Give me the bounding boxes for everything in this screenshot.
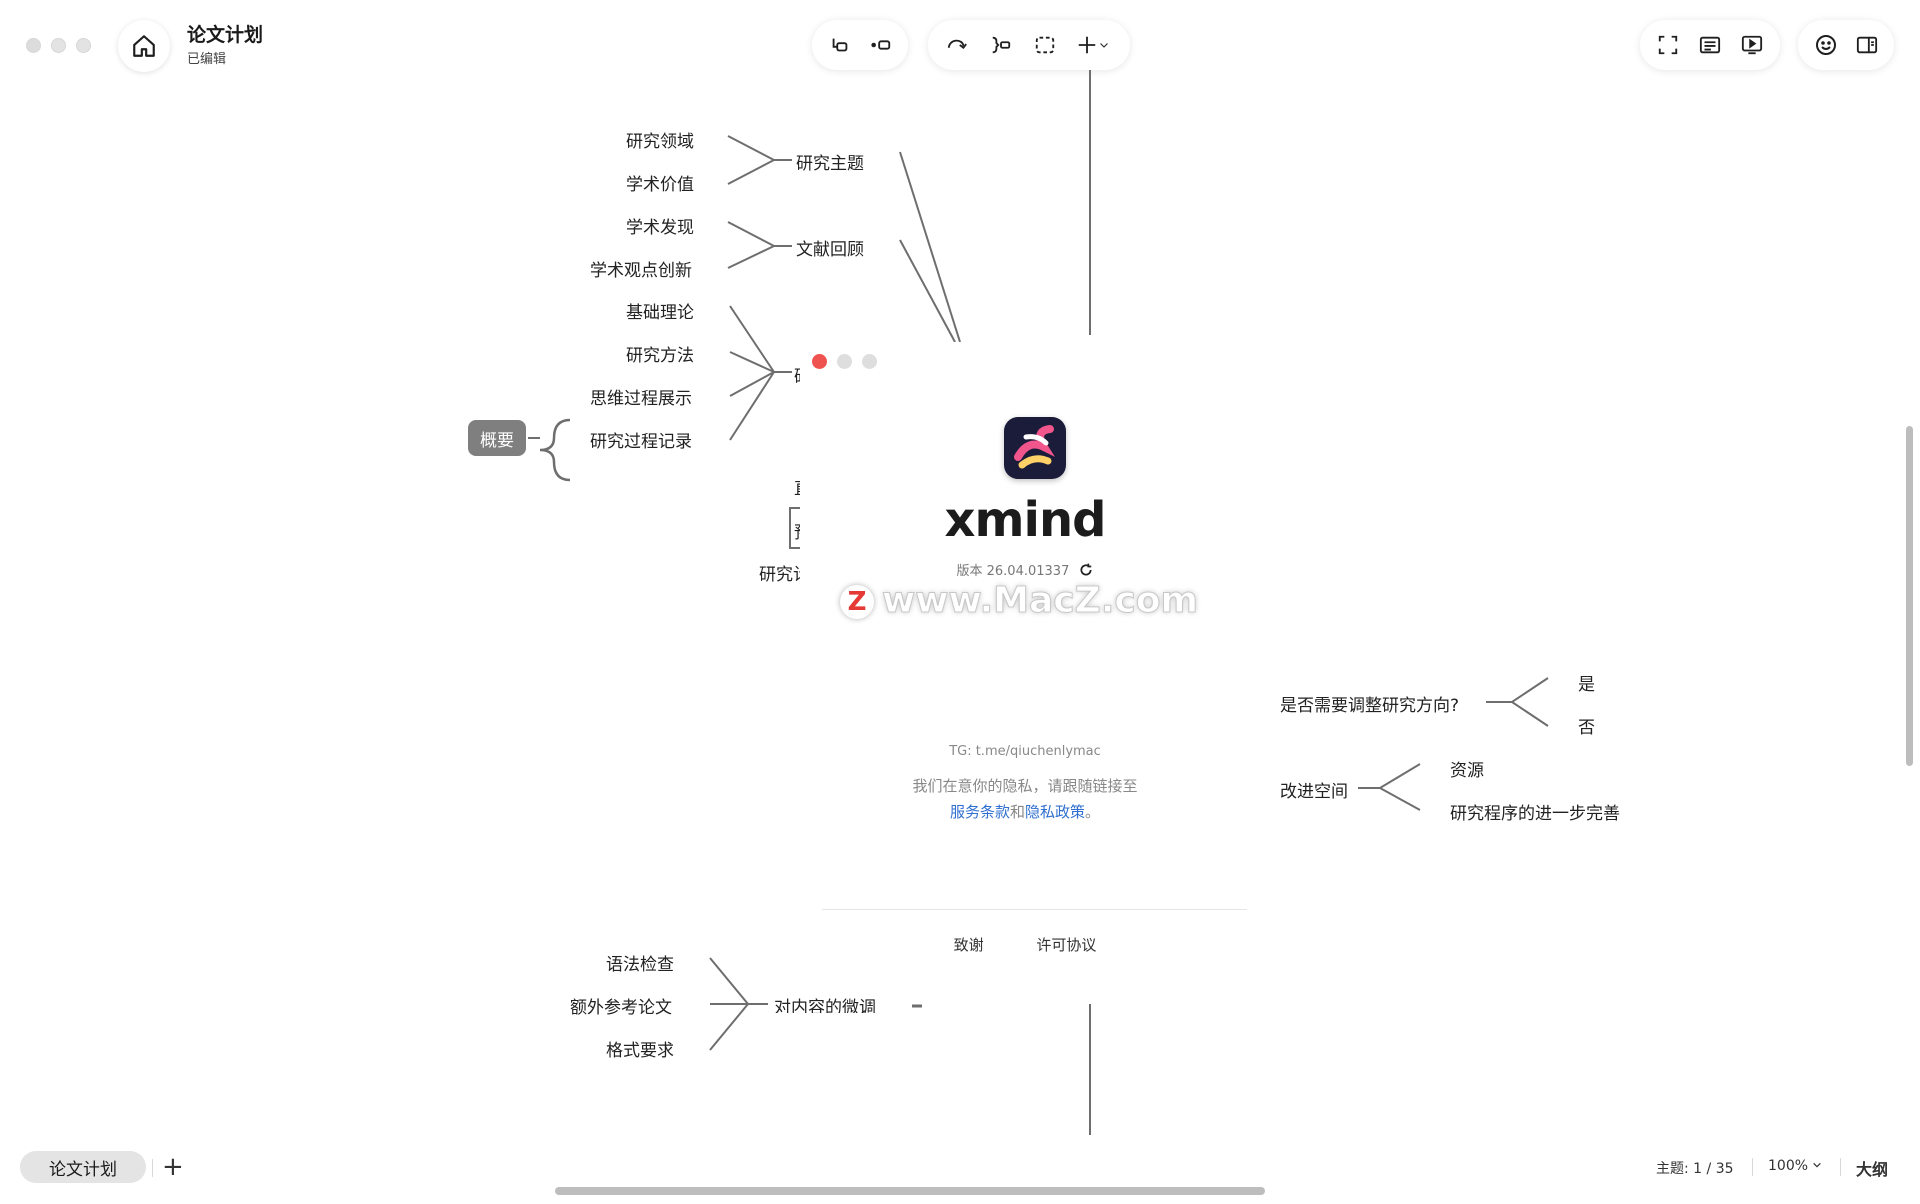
fullscreen-button[interactable] (1650, 26, 1686, 64)
node-grammar-check[interactable]: 语法检查 (606, 955, 674, 975)
sheet-tab[interactable]: 论文计划 (20, 1151, 146, 1183)
chevron-down-icon (1813, 1162, 1822, 1168)
topic-count: 主题: 1 / 35 (1656, 1161, 1734, 1177)
window-controls (26, 38, 91, 53)
node-academic-innovation[interactable]: 学术观点创新 (590, 261, 692, 281)
dialog-window-controls (812, 354, 877, 369)
boundary-icon (1035, 36, 1055, 54)
node-procedure-improvement[interactable]: 研究程序的进一步完善 (1450, 804, 1620, 824)
side-panel-button[interactable] (1849, 26, 1884, 64)
version-label: 版本 26.04.01337 (956, 564, 1070, 579)
close-window-button[interactable] (26, 38, 41, 53)
chevron-down-icon (1100, 43, 1108, 48)
period-text: 。 (1085, 803, 1101, 821)
zoom-level: 100% (1768, 1158, 1809, 1174)
node-partial-1: 直 (794, 474, 802, 499)
and-text: 和 (1009, 803, 1025, 821)
terms-link[interactable]: 服务条款 (949, 803, 1010, 821)
node-no[interactable]: 否 (1578, 718, 1595, 738)
node-academic-discovery[interactable]: 学术发现 (626, 218, 694, 238)
zoom-control[interactable]: 100% (1768, 1158, 1822, 1174)
about-links: 致谢 许可协议 (800, 934, 1250, 955)
node-format-requirements[interactable]: 格式要求 (606, 1041, 674, 1061)
add-button[interactable] (1070, 26, 1116, 64)
maximize-window-button[interactable] (76, 38, 91, 53)
node-partial-2: 预 (794, 518, 802, 543)
home-button[interactable] (118, 20, 170, 72)
node-resources[interactable]: 资源 (1450, 761, 1484, 781)
status-divider (1752, 1158, 1753, 1176)
insert-subtopic-icon (832, 38, 847, 52)
vertical-scrollbar[interactable] (1906, 426, 1913, 766)
add-icon (1078, 36, 1096, 54)
node-basic-theory[interactable]: 基础理论 (626, 303, 694, 323)
document-title[interactable]: 论文计划 (187, 24, 264, 46)
summary-icon (992, 36, 1011, 54)
dialog-close-button[interactable] (812, 354, 827, 369)
panel-toolbar (1798, 20, 1894, 70)
horizontal-scrollbar[interactable] (555, 1187, 1265, 1195)
license-link[interactable]: 许可协议 (1036, 936, 1097, 954)
node-literature-review[interactable]: 文献回顾 (796, 240, 864, 260)
fullscreen-icon (1658, 35, 1678, 55)
xmind-logo-icon (1004, 417, 1066, 479)
node-research-method[interactable]: 研究方法 (626, 346, 694, 366)
node-yes[interactable]: 是 (1578, 675, 1595, 695)
document-status: 已编辑 (187, 52, 227, 67)
node-adjust-direction[interactable]: 是否需要调整研究方向? (1280, 696, 1460, 716)
privacy-notice: 我们在意你的隐私，请跟随链接至 服务条款和隐私政策。 (800, 773, 1250, 825)
minimize-window-button[interactable] (51, 38, 66, 53)
version-text: 版本 26.04.01337 (800, 560, 1250, 579)
node-thinking-process[interactable]: 思维过程展示 (590, 389, 692, 409)
summary-button[interactable] (982, 26, 1020, 64)
outline-button[interactable]: 大纲 (1856, 1160, 1889, 1179)
outline-view-icon (1699, 36, 1721, 54)
add-sheet-button[interactable]: + (162, 1152, 184, 1182)
watermark-text: www.MacZ.com (882, 580, 1199, 622)
relationship-icon (947, 39, 967, 50)
watermark-badge: Z (840, 585, 875, 619)
dialog-divider (822, 909, 1247, 910)
dialog-minimize-button[interactable] (837, 354, 852, 369)
privacy-text: 我们在意你的隐私，请跟随链接至 (912, 777, 1138, 795)
node-improvement-space[interactable]: 改进空间 (1280, 782, 1348, 802)
tg-text: TG: t.me/qiuchenlymac (949, 744, 1101, 759)
node-process-record[interactable]: 研究过程记录 (590, 432, 692, 452)
emoji-icon (1815, 35, 1836, 55)
boundary-button[interactable] (1026, 26, 1064, 64)
emoji-button[interactable] (1808, 26, 1843, 64)
relationship-button[interactable] (938, 26, 976, 64)
status-divider (1840, 1158, 1841, 1176)
presentation-button[interactable] (1734, 26, 1770, 64)
acknowledgements-link[interactable]: 致谢 (953, 936, 984, 954)
node-academic-value[interactable]: 学术价值 (626, 175, 694, 195)
node-research-topic[interactable]: 研究主题 (796, 154, 864, 174)
insert-topic-icon (870, 40, 890, 50)
node-content-adjustment[interactable]: 对内容的微调 (774, 998, 876, 1013)
refresh-icon[interactable] (1079, 563, 1093, 577)
node-research-field[interactable]: 研究领域 (626, 132, 694, 152)
outline-view-button[interactable] (1692, 26, 1728, 64)
privacy-policy-link[interactable]: 隐私政策 (1025, 803, 1086, 821)
dialog-maximize-button[interactable] (862, 354, 877, 369)
insert-subtopic-button[interactable] (822, 26, 857, 64)
brand-name: xmind (944, 492, 1107, 548)
home-icon (133, 35, 155, 57)
insert-topic-button[interactable] (863, 26, 898, 64)
structure-toolbar (928, 20, 1130, 70)
node-topic3-partial[interactable]: 研 (794, 362, 802, 387)
insert-topic-toolbar (812, 20, 908, 70)
panel-icon (1856, 36, 1877, 54)
summary-badge[interactable]: 概要 (468, 420, 526, 456)
presentation-icon (1741, 35, 1763, 55)
node-extra-papers[interactable]: 额外参考论文 (570, 998, 672, 1018)
node-partial-3: 研究计 (759, 565, 801, 585)
view-toolbar (1640, 20, 1780, 70)
footer-divider (152, 1159, 153, 1177)
